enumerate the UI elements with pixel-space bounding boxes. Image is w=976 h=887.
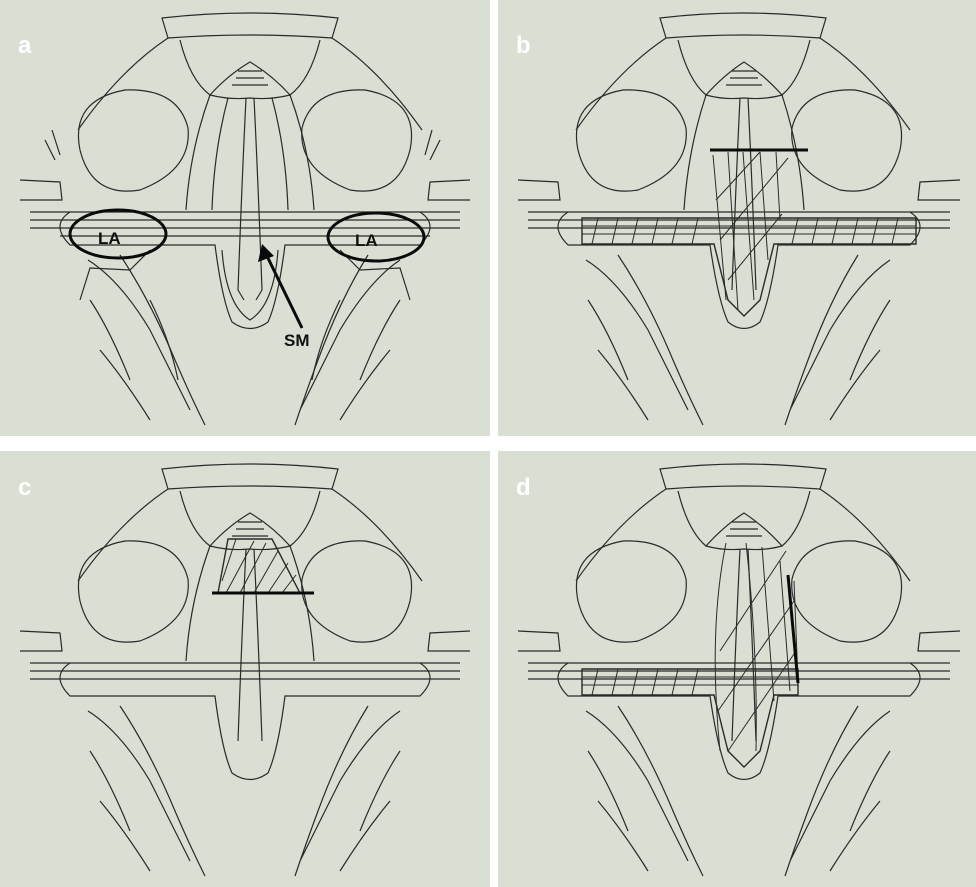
panel-letter: a [18,32,32,59]
panel-letter: d [516,474,531,501]
panel-a-drawing: a LA LA SM [0,0,490,436]
la-label-right: LA [355,231,378,250]
panel-c-drawing: c [0,451,490,887]
panel-c: c [0,451,490,887]
panel-d: d [494,451,976,887]
panel-letter: b [516,32,531,59]
la-label-left: LA [98,229,121,248]
panel-d-drawing: d [494,451,976,887]
sm-label: SM [284,331,310,350]
panel-a: a LA LA SM [0,0,490,436]
panel-b: b [494,0,976,436]
panel-b-drawing: b [494,0,976,436]
panel-letter: c [18,474,31,501]
